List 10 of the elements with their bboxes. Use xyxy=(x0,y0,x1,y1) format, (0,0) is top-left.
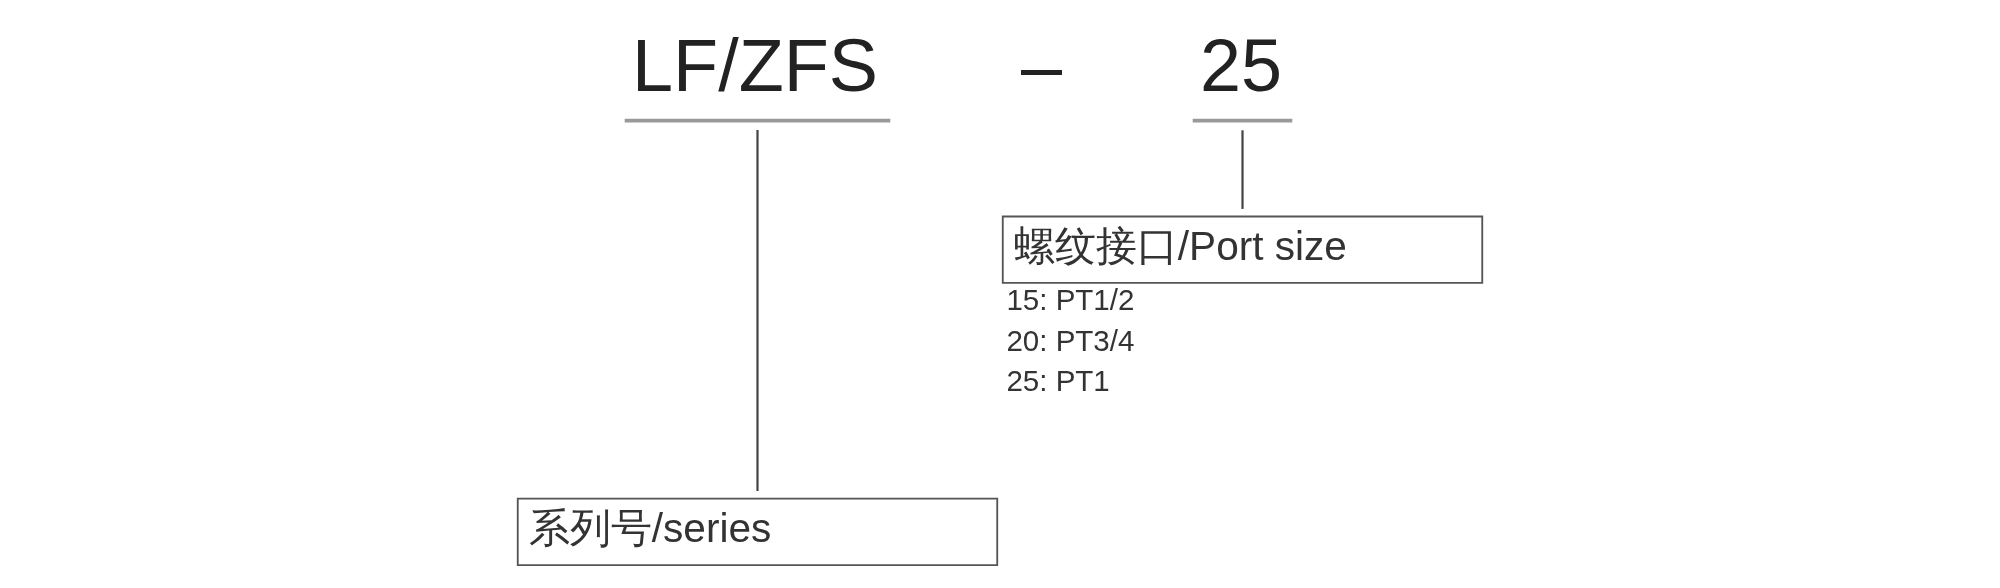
connector xyxy=(1241,130,1244,209)
connector xyxy=(756,129,759,491)
node-text: LF/ZFS xyxy=(632,24,878,108)
node-label: 20: PT3/4 xyxy=(1006,323,1135,357)
node-box: 螺纹接口/Port size xyxy=(1001,215,1484,284)
node-text: 25 xyxy=(1200,24,1283,108)
node-label: 15: PT1/2 xyxy=(1006,283,1135,317)
label: – xyxy=(1020,24,1063,108)
node-box: 系列号/series xyxy=(516,497,999,566)
node-label: 25: PT1 xyxy=(1006,364,1110,398)
